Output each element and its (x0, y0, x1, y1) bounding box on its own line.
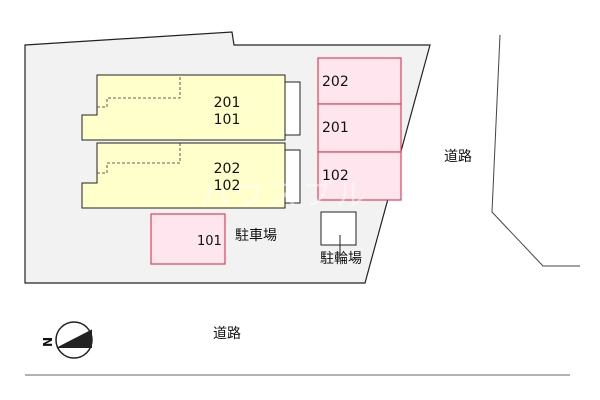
right-unit-box-2 (317, 103, 402, 153)
right-unit-label-2: 201 (322, 120, 349, 136)
compass-north-letter: N (41, 336, 56, 348)
parking-label: 駐車場 (235, 228, 277, 244)
south-road-label: 道路 (213, 326, 241, 342)
building-lower-unit-bottom: 102 (213, 178, 241, 194)
building-lower (81, 142, 301, 209)
building-upper-unit-top: 201 (213, 95, 241, 111)
building-lower-unit-top: 202 (213, 161, 241, 177)
parking-box (150, 213, 226, 265)
north-arrow-icon (55, 321, 93, 359)
building-upper (81, 74, 301, 141)
right-unit-label-3: 102 (322, 168, 349, 184)
right-unit-box-3 (317, 151, 402, 201)
parking-unit-label: 101 (197, 234, 222, 249)
watermark-text: ハウスブル (200, 178, 370, 213)
bike-parking-box (320, 211, 357, 246)
right-unit-label-1: 202 (322, 74, 349, 90)
east-road-label: 道路 (444, 149, 472, 165)
right-unit-box-1 (317, 57, 402, 105)
bike-parking-label: 駐輪場 (320, 251, 362, 267)
east-road-edge (491, 34, 580, 267)
building-upper-unit-bottom: 101 (213, 112, 241, 128)
